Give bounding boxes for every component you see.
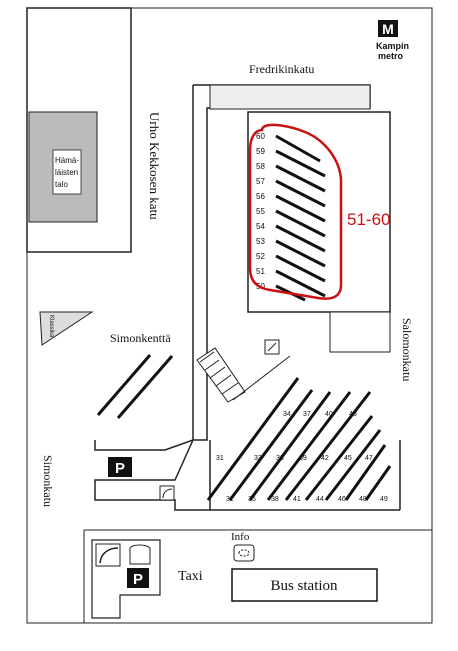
platform-45: 45 [344, 455, 352, 462]
simonkentta-line-2 [116, 355, 174, 419]
street-simonkatu: Simonkatu [41, 455, 55, 507]
platform-38: 38 [271, 496, 279, 503]
info-icon [233, 544, 255, 562]
map-frame [26, 7, 433, 624]
platform-56: 56 [256, 192, 265, 201]
parking-symbol-1: P [115, 460, 125, 477]
info-label: Info [231, 531, 250, 543]
platform-42: 42 [321, 455, 329, 462]
lower-stair-curve [162, 488, 173, 499]
bus-station-box [231, 568, 378, 602]
hamalaisten-line2: läisten [55, 168, 78, 177]
platform-51: 51 [256, 267, 265, 276]
parking-symbol-2: P [133, 571, 143, 588]
highlight-outline [248, 123, 343, 300]
metro-line1: Kampin [376, 41, 409, 51]
fredrikinkatu-strip [209, 84, 371, 110]
platform-35: 35 [248, 496, 256, 503]
stair-icon-line [267, 342, 277, 352]
bottom-garage-outline [91, 539, 161, 619]
platform-44: 44 [316, 496, 324, 503]
platform-54: 54 [256, 222, 265, 231]
platform-59: 59 [256, 147, 265, 156]
hamalaisten-line3: talo [55, 180, 68, 189]
metro-line2: metro [378, 51, 404, 61]
metro-letter: M [382, 21, 394, 37]
platform-58: 58 [256, 162, 265, 171]
bus-station-label: Bus station [270, 578, 338, 594]
street-fredrikinkatu: Fredrikinkatu [249, 62, 314, 76]
platform-55: 55 [256, 207, 265, 216]
platform-49: 49 [380, 496, 388, 503]
platform-53: 53 [256, 237, 265, 246]
garage-stair-curve [99, 547, 119, 564]
lower-stair-icon [159, 485, 175, 501]
hamalaisten-block [26, 7, 132, 253]
street-urho-kekkosen-katu: Urho Kekkosen katu [147, 112, 162, 220]
platform-34: 34 [283, 411, 291, 418]
simonkentta-line-1 [96, 354, 152, 416]
platform-39: 39 [299, 455, 307, 462]
lower-platform-numbers: 34 37 40 43 31 33 36 39 42 45 47 32 35 3… [216, 411, 388, 503]
garage-ramp [129, 544, 151, 565]
platform-40: 40 [325, 411, 333, 418]
hamalaisten-label-box [52, 149, 82, 195]
small-building-label: Klassika [48, 315, 54, 338]
platform-43: 43 [349, 411, 357, 418]
street-salomonkatu: Salomonkatu [400, 318, 414, 381]
platform-48: 48 [359, 496, 367, 503]
lower-terminal [94, 439, 211, 511]
platform-46: 46 [338, 496, 346, 503]
platform-36: 36 [276, 455, 284, 462]
small-building [39, 311, 94, 346]
taxi-label: Taxi [178, 569, 203, 584]
highlight-label: 51-60 [347, 210, 390, 229]
platform-60: 60 [256, 132, 265, 141]
parking-icon-2 [127, 568, 149, 588]
simonkentta-label: Simonkenttä [110, 331, 171, 345]
platform-32: 32 [226, 496, 234, 503]
platform-31: 31 [216, 455, 224, 462]
lower-platform-lines [206, 377, 392, 501]
platform-52: 52 [256, 252, 265, 261]
platform-37: 37 [303, 411, 311, 418]
platform-41: 41 [293, 496, 301, 503]
terminal-annex [329, 311, 391, 353]
ramp-edge [232, 355, 291, 401]
parking-icon-1 [108, 457, 132, 477]
hamalaisten-line1: Hämä- [55, 156, 79, 165]
metro-icon [378, 20, 398, 37]
garage-stair-icon [95, 543, 121, 567]
upper-platforms: 60 59 58 57 56 55 54 53 52 51 50 [256, 132, 326, 302]
platform-57: 57 [256, 177, 265, 186]
platform-47: 47 [365, 455, 373, 462]
info-icon-glyph [238, 549, 250, 557]
platform-33: 33 [254, 455, 262, 462]
hatched-ramp [196, 347, 246, 403]
